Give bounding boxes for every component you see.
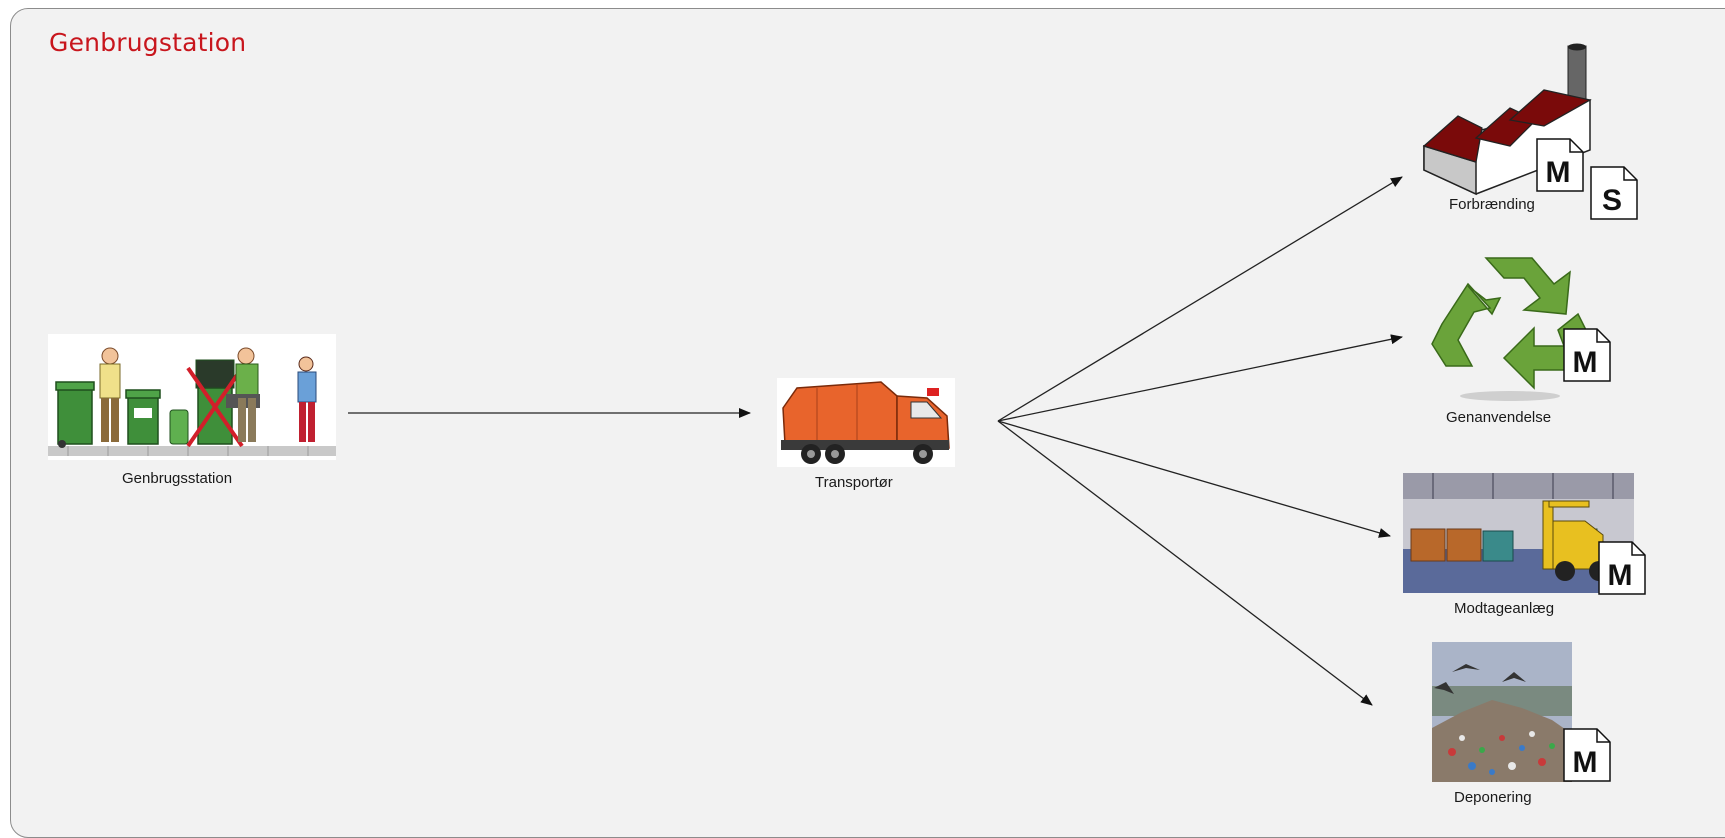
factory-illustration xyxy=(1422,43,1592,196)
badge-letter: S xyxy=(1602,184,1622,217)
document-badge-m-icon: M xyxy=(1598,541,1646,595)
garbage-truck-illustration xyxy=(777,378,955,467)
node-label-transport: Transportør xyxy=(815,474,893,491)
edge-transport-incineration xyxy=(997,176,1403,422)
document-badge-m-icon: M xyxy=(1563,728,1611,782)
document-badge-s-icon: S xyxy=(1590,166,1638,220)
node-label-incineration: Forbrænding xyxy=(1449,196,1535,213)
node-label-reception: Modtageanlæg xyxy=(1454,600,1555,617)
document-badge-m-icon: M xyxy=(1563,328,1611,382)
badge-letter: M xyxy=(1546,156,1571,189)
diagram-title: Genbrugstation xyxy=(49,28,247,57)
edges-layer xyxy=(348,176,1403,706)
badge-letter: M xyxy=(1608,559,1633,592)
edge-transport-recycling xyxy=(997,334,1403,422)
node-label-recycling: Genanvendelse xyxy=(1446,409,1552,426)
badge-letter: M xyxy=(1573,346,1598,379)
node-label-landfill: Deponering xyxy=(1454,789,1532,806)
warehouse-forklift-illustration xyxy=(1403,473,1634,593)
document-badge-m-icon: M xyxy=(1536,138,1584,192)
landfill-photo xyxy=(1432,642,1572,782)
badge-letter: M xyxy=(1573,746,1598,779)
edge-transport-landfill xyxy=(997,420,1373,706)
recycling-station-illustration xyxy=(48,334,336,460)
edge-transport-reception xyxy=(997,420,1391,538)
node-label-source: Genbrugsstation xyxy=(122,470,233,487)
